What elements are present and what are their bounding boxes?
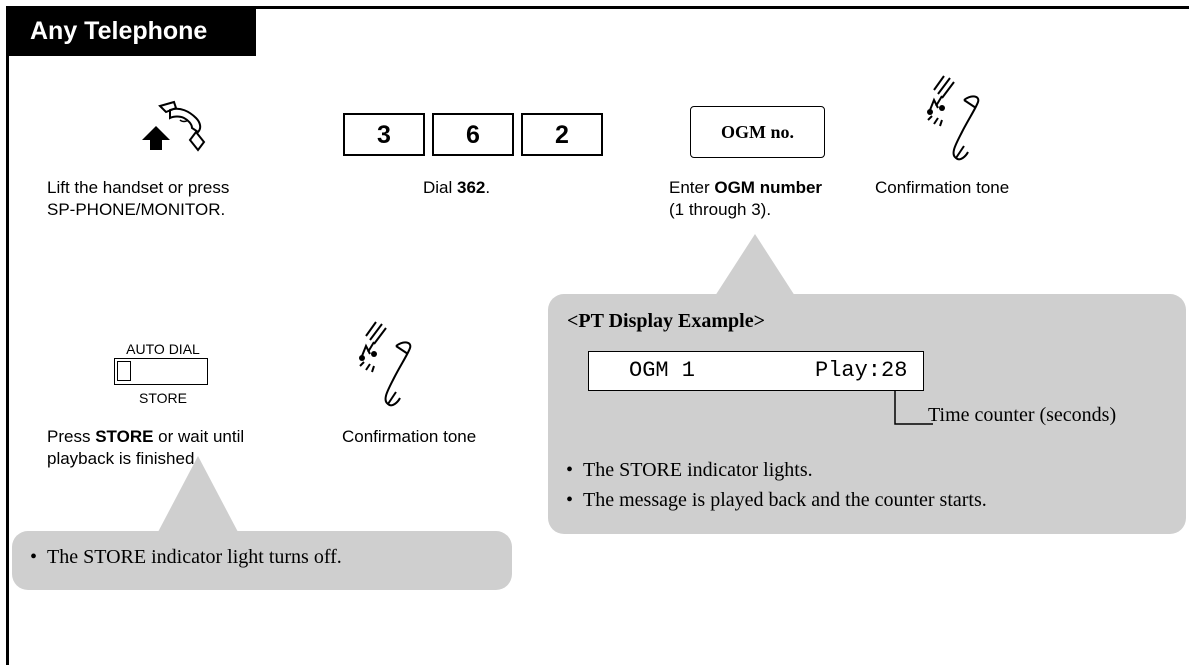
lcd-display: OGM 1 Play:28: [588, 351, 924, 391]
section-title: Any Telephone: [6, 6, 256, 56]
ringing-handset-icon: [359, 321, 412, 407]
frame-top-rule: [6, 6, 1189, 9]
digit-key-3: 3: [343, 113, 425, 156]
step-dial-text: Dial 362.: [423, 178, 491, 197]
step-store-text: Press STORE or wait until playback is fi…: [47, 427, 245, 468]
frame-left-rule: [6, 6, 9, 665]
step-confirm-text: Confirmation tone: [875, 178, 1010, 197]
step-confirm2-text: Confirmation tone: [342, 427, 477, 446]
digit-key-2: 2: [521, 113, 603, 156]
step-ogm-text: Enter OGM number (1 through 3).: [669, 178, 823, 219]
step-lift-text: Lift the handset or press SP-PHONE/MONIT…: [47, 178, 230, 219]
counter-leader-line: [894, 391, 933, 425]
store-note-bullet: • The STORE indicator light turns off.: [30, 546, 342, 568]
digit-key-6: 6: [432, 113, 514, 156]
lcd-right-text: Play:28: [815, 358, 908, 383]
display-example-heading: <PT Display Example>: [567, 310, 766, 332]
lcd-left-text: OGM 1: [629, 358, 696, 383]
store-button: [114, 358, 208, 385]
handset-lift-icon: [142, 100, 206, 152]
autodial-label: AUTO DIAL: [126, 341, 200, 357]
ringing-handset-icon: [927, 75, 980, 161]
store-label: STORE: [139, 390, 187, 406]
ogm-number-key: OGM no.: [690, 106, 825, 158]
bullet-item: • The STORE indicator lights.: [566, 459, 813, 481]
display-panel-callout: [715, 234, 795, 296]
time-counter-note: Time counter (seconds): [928, 404, 1117, 426]
display-bullet-list: • The STORE indicator lights. • The mess…: [566, 455, 987, 515]
store-indicator-lamp: [117, 361, 131, 381]
display-example-panel: [548, 294, 1186, 534]
store-note-panel: [12, 531, 512, 590]
store-note-callout: [158, 456, 238, 532]
bullet-item: • The message is played back and the cou…: [566, 489, 987, 511]
